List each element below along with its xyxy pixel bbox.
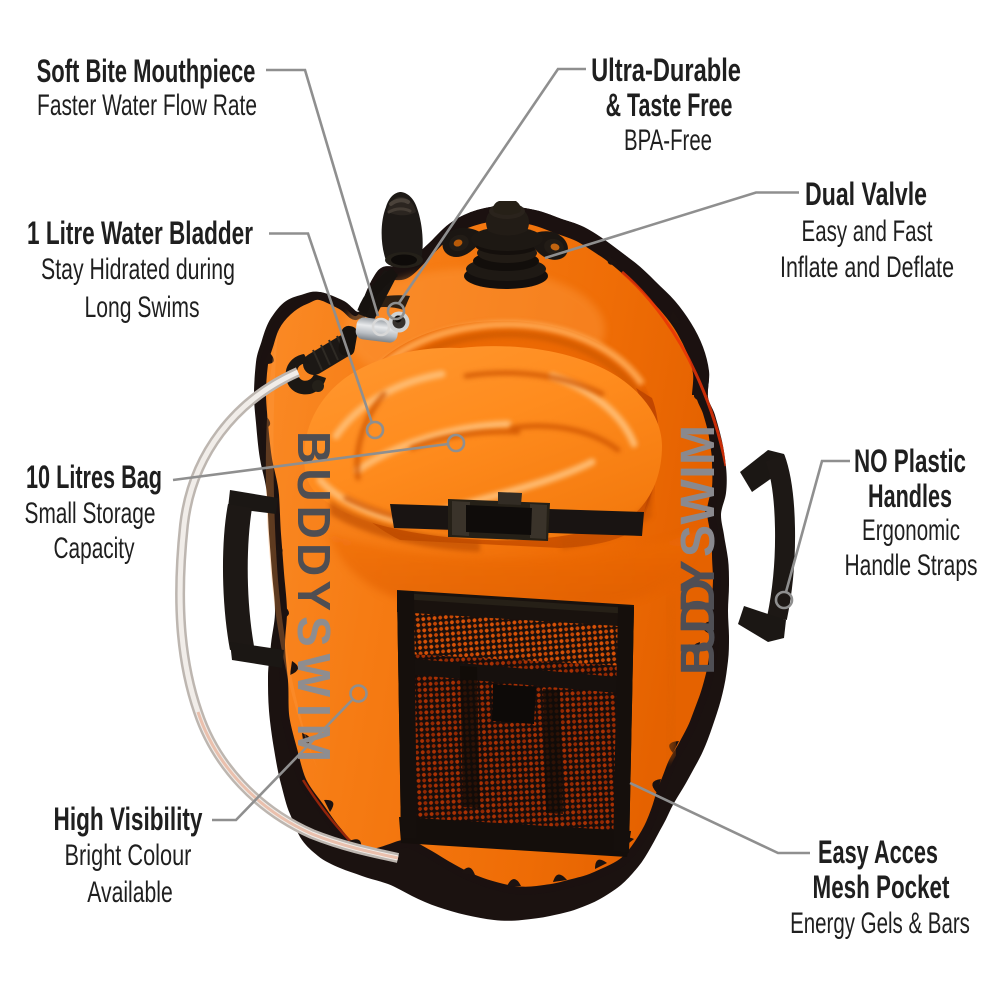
svg-text:1 Litre Water Bladder: 1 Litre Water Bladder: [27, 215, 253, 251]
svg-text:Easy Acces: Easy Acces: [818, 834, 938, 870]
svg-text:Handles: Handles: [868, 478, 952, 514]
svg-text:Long Swims: Long Swims: [84, 292, 199, 324]
svg-text:Inflate and Deflate: Inflate and Deflate: [780, 249, 954, 284]
svg-text:Ergonomic: Ergonomic: [862, 514, 960, 547]
svg-text:SWIM: SWIM: [672, 425, 725, 557]
svg-text:Easy and Fast: Easy and Fast: [802, 215, 933, 248]
svg-text:Soft Bite Mouthpiece: Soft Bite Mouthpiece: [37, 53, 256, 89]
svg-text:Faster Water Flow Rate: Faster Water Flow Rate: [37, 89, 257, 121]
svg-text:Stay Hidrated during: Stay Hidrated during: [41, 251, 235, 286]
svg-text:Handle Straps: Handle Straps: [845, 550, 978, 582]
svg-text:NO Plastic: NO Plastic: [854, 443, 966, 479]
svg-text:Mesh Pocket: Mesh Pocket: [813, 869, 950, 905]
svg-text:Capacity: Capacity: [54, 532, 135, 565]
svg-text:Energy Gels & Bars: Energy Gels & Bars: [790, 907, 970, 940]
svg-text:Ultra-Durable: Ultra-Durable: [591, 53, 741, 88]
svg-text:& Taste Free: & Taste Free: [606, 87, 733, 123]
svg-text:Small Storage: Small Storage: [25, 497, 156, 530]
svg-text:BUDDY: BUDDY: [672, 560, 725, 675]
svg-text:Dual Valvle: Dual Valvle: [805, 176, 927, 212]
svg-text:High Visibility: High Visibility: [54, 801, 203, 837]
svg-text:10 Litres Bag: 10 Litres Bag: [26, 459, 162, 495]
svg-text:Bright Colour: Bright Colour: [65, 838, 192, 872]
svg-text:Available: Available: [87, 877, 172, 909]
svg-text:BPA-Free: BPA-Free: [624, 124, 712, 157]
